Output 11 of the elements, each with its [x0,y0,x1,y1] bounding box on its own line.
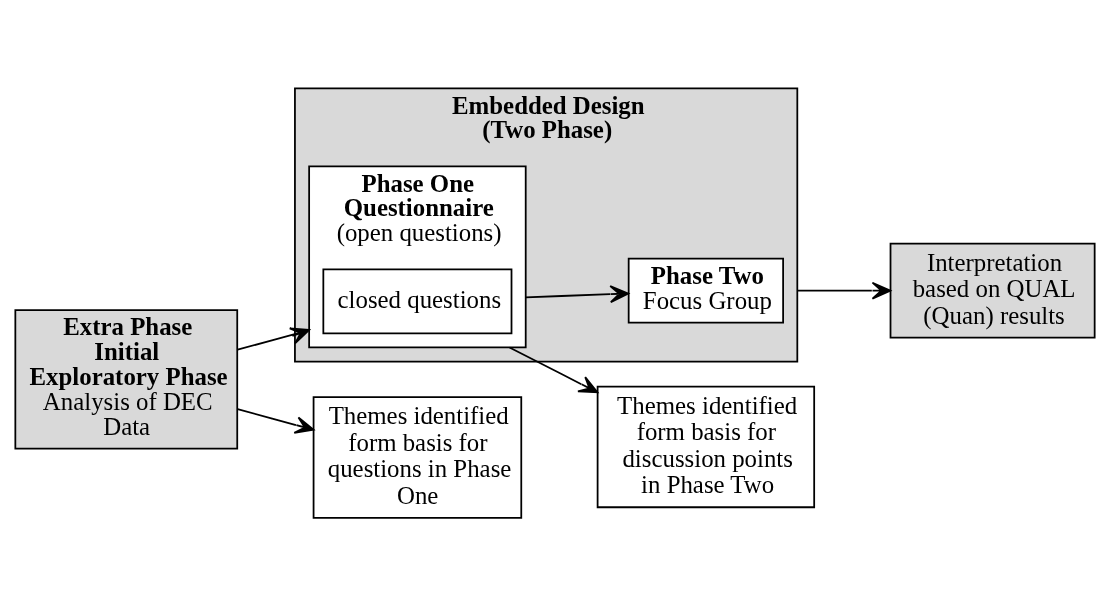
node-box: Themes identified form basis for discussion points in Phase Two [596,385,816,509]
arrow [508,346,599,394]
arrow [524,285,630,304]
node-box: Themes identified form basis for questions in Phase One [312,396,523,519]
node-box: Extra Phase Initial Exploratory Phase Analysis of DEC Data [14,309,239,450]
node-box: closed questions [322,268,513,335]
arrow [236,327,311,351]
node-box: Interpretation based on QUAL (Quan) results [889,242,1096,339]
arrow [796,281,892,300]
node-box: Phase Two Focus Group [627,257,784,324]
arrow [236,408,315,434]
